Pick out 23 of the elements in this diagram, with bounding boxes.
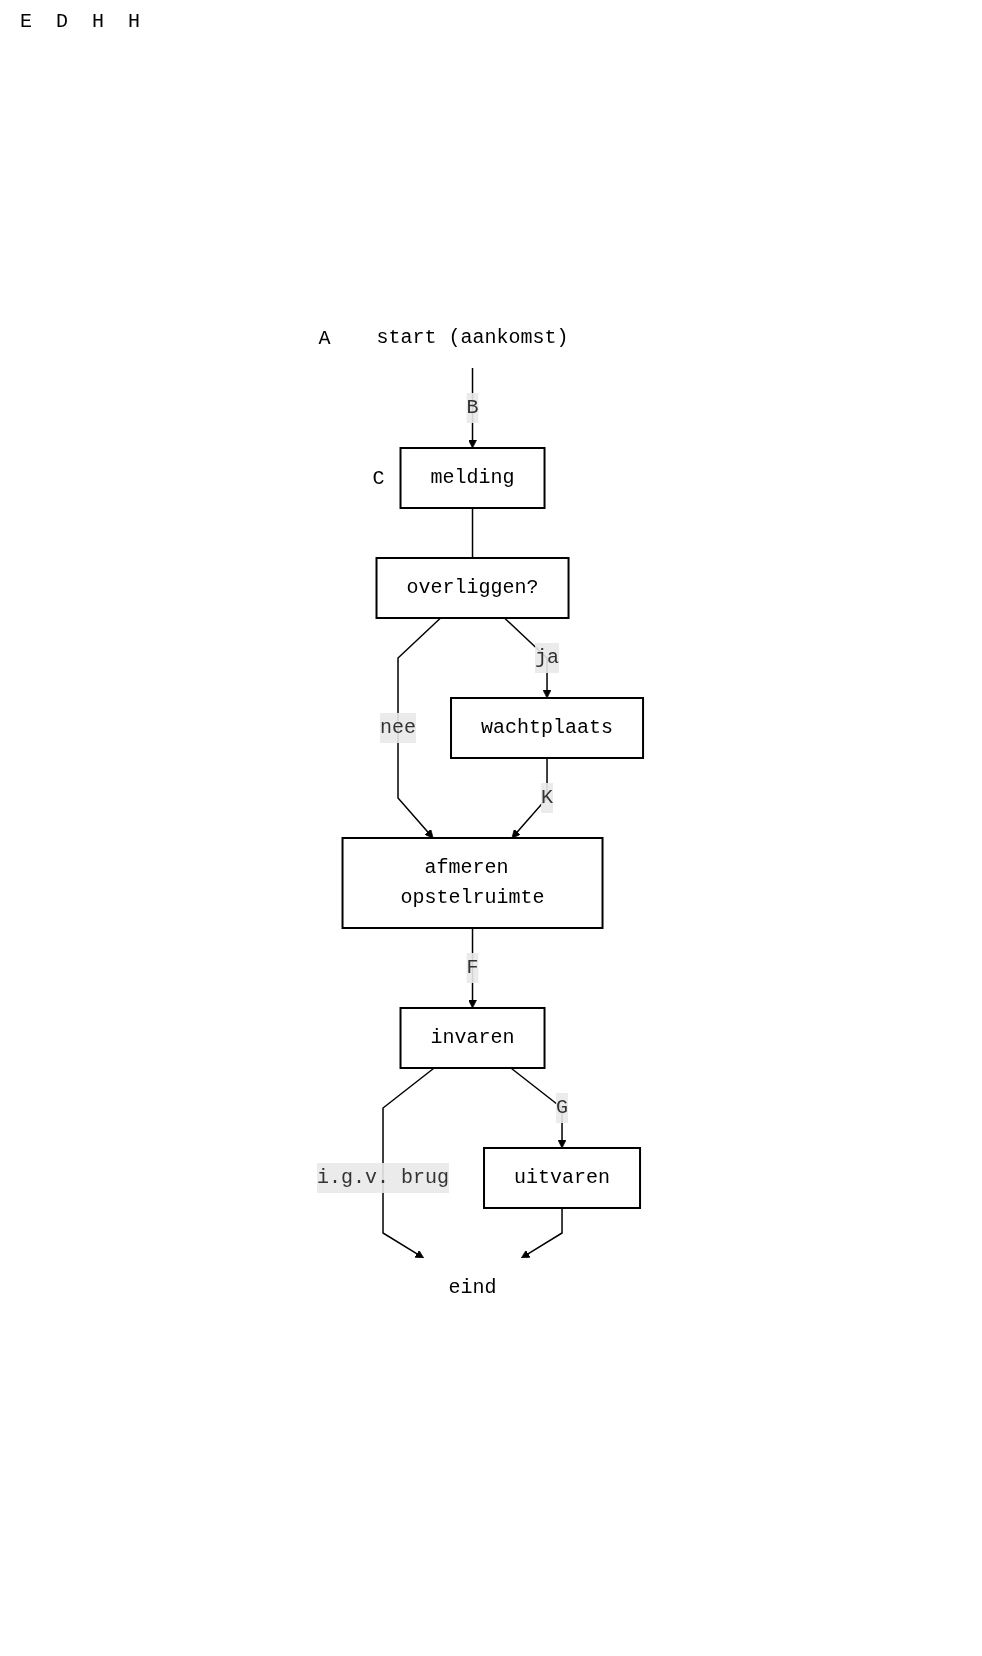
node-box: melding <box>399 447 546 509</box>
node-box: wachtplaats <box>450 697 644 759</box>
edge-label: nee <box>379 716 416 739</box>
point-letter: H <box>92 10 105 33</box>
edge-label: ja <box>534 646 560 669</box>
connector <box>471 507 474 559</box>
edge-label: G <box>555 1095 569 1119</box>
point-letter: C <box>372 466 385 490</box>
node-box: invaren <box>399 1007 546 1069</box>
node-text: start (aankomst) <box>376 326 569 350</box>
point-letter: A <box>318 326 331 350</box>
edge-label: B <box>466 396 479 420</box>
arrow <box>520 1207 563 1259</box>
edge-label: K <box>540 786 554 809</box>
node-box: afmeren opstelruimte <box>341 837 604 929</box>
edge-label: F <box>466 956 479 979</box>
node-text: eind <box>448 1275 497 1299</box>
point-letter: D <box>56 10 69 33</box>
node-box: overliggen? <box>375 557 570 619</box>
point-letter: E <box>20 10 32 33</box>
point-letter: H <box>128 10 141 33</box>
node-box: uitvaren <box>483 1147 641 1209</box>
edge-label: i.g.v. brug <box>316 1165 449 1189</box>
